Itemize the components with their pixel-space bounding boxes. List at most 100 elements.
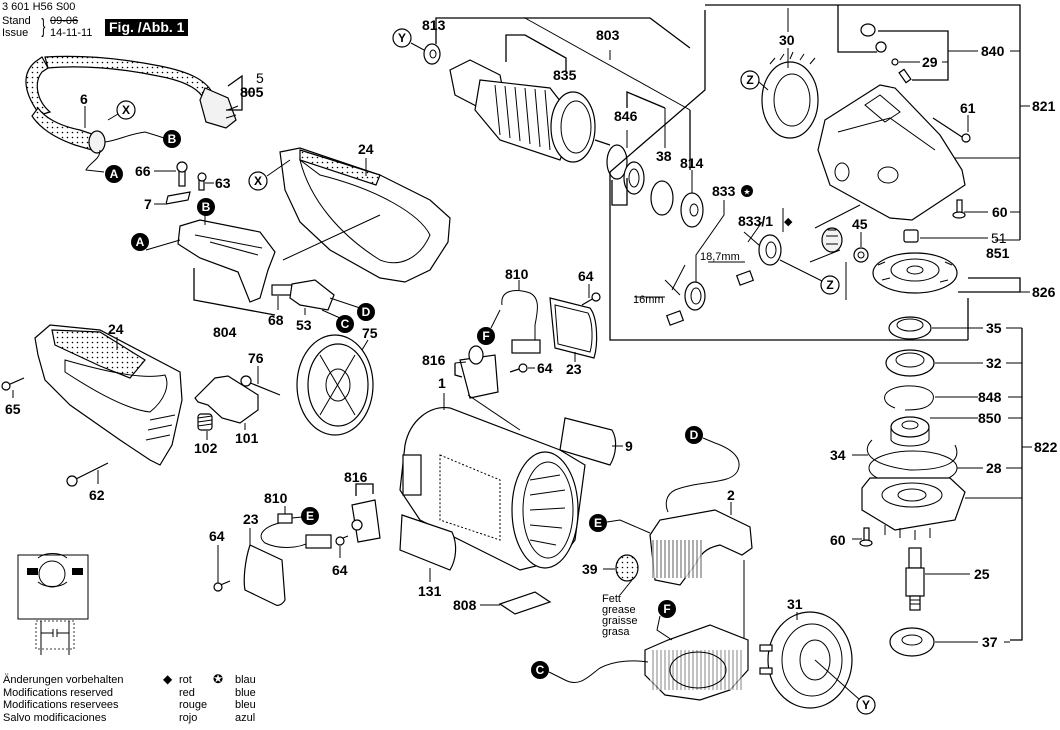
- seal-35: [888, 316, 932, 340]
- screw-62: [66, 462, 109, 487]
- connector-a-switch: A: [131, 233, 181, 251]
- part-64-top-label: 64: [578, 268, 594, 284]
- bracket-840-left: [837, 5, 877, 53]
- screw-64-bottom-holder: [335, 535, 349, 546]
- notice-de: Änderungen vorbehalten: [3, 674, 124, 686]
- connector-c-switch: C: [321, 309, 354, 333]
- notice-en: Modifications reserved: [3, 686, 114, 699]
- part-2-label: 2: [727, 487, 735, 503]
- legend-red-es: rojo: [179, 711, 198, 724]
- part-23-top-label: 23: [566, 361, 582, 377]
- field-coil-lower: [644, 624, 749, 701]
- part-835-label: 835: [553, 67, 577, 83]
- connector-y-armature: Y: [392, 28, 425, 51]
- part-850-label: 850: [978, 410, 1002, 426]
- part-816-bottom-label: 816: [344, 469, 368, 485]
- legend-blue-en: blue: [235, 686, 256, 699]
- part-810-bottom-label: 810: [264, 490, 288, 506]
- handle-half-top: [279, 147, 451, 283]
- part-35-label: 35: [986, 320, 1002, 336]
- diamond-icon: ◆: [784, 216, 793, 228]
- svg-text:Y: Y: [398, 31, 406, 45]
- part-65-label: 65: [5, 401, 21, 417]
- part-846-label: 846: [614, 108, 638, 124]
- svg-text:C: C: [536, 663, 545, 677]
- svg-text:Z: Z: [746, 73, 753, 87]
- legend-blue-fr: bleu: [235, 699, 256, 711]
- svg-text:A: A: [136, 235, 145, 249]
- legend-blue-es: azul: [235, 711, 256, 724]
- screw-64-bottom-cover: [213, 580, 231, 592]
- part-808-label: 808: [453, 597, 477, 613]
- pin-76: [240, 375, 281, 396]
- part-833-label: 833: [712, 183, 736, 199]
- brush-holder-top: [459, 345, 499, 399]
- armature-assembly: [423, 43, 611, 163]
- part-805-label: 805: [240, 84, 264, 100]
- svg-text:16mm: 16mm: [633, 294, 664, 306]
- svg-text:Y: Y: [862, 698, 870, 712]
- part-25-label: 25: [974, 566, 990, 582]
- notice-es: Salvo modificaciones: [3, 711, 107, 724]
- part-34-label: 34: [830, 447, 846, 463]
- bevel-gear-826: [872, 252, 958, 294]
- part-31-label: 31: [787, 596, 803, 612]
- brush-cable-810-top: [501, 290, 541, 354]
- label-808: [498, 591, 552, 615]
- part-851-label: 851: [986, 245, 1010, 261]
- issue-label: Issue: [2, 27, 29, 39]
- part-131-label: 131: [418, 583, 442, 599]
- part-23-bottom-label: 23: [243, 511, 259, 527]
- svg-text:18,7mm: 18,7mm: [700, 251, 740, 263]
- diamond-icon: ◆: [163, 672, 173, 686]
- svg-text:grasa: grasa: [602, 626, 630, 638]
- legend-red: rot red rouge rojo: [179, 674, 207, 724]
- connector-x-handle: X: [248, 159, 291, 191]
- svg-text:E: E: [594, 516, 602, 530]
- grease-note: Fett grease graisse grasa: [602, 593, 637, 638]
- part-61-label: 61: [960, 100, 976, 116]
- part-816-top-label: 816: [422, 352, 446, 368]
- spindle-25: [905, 547, 925, 611]
- connector-f-top: F: [477, 309, 501, 345]
- switch-assembly: [165, 161, 335, 311]
- stand-label: Stand: [2, 15, 31, 27]
- lock-button-840: [860, 23, 912, 84]
- part-810-top-label: 810: [505, 266, 529, 282]
- svg-text:X: X: [254, 174, 262, 188]
- part-53-label: 53: [296, 317, 312, 333]
- connector-y-cover: Y: [814, 659, 876, 715]
- svg-text:B: B: [202, 200, 211, 214]
- label-plate-9: [559, 417, 617, 466]
- frame-821-top-drop: [609, 10, 706, 173]
- connector-e-coil: E: [589, 514, 651, 534]
- svg-text:D: D: [362, 305, 371, 319]
- part-64-bottom-holder-label: 64: [332, 562, 348, 578]
- grease-capsule-39: [615, 554, 639, 582]
- connector-b-switch: B: [197, 198, 215, 225]
- dimension-18-7mm: 18,7mm: [700, 221, 763, 263]
- power-cord: [25, 55, 239, 173]
- part-66-label: 66: [135, 163, 151, 179]
- part-101-label: 101: [235, 430, 259, 446]
- legend-red-de: rot: [179, 674, 192, 686]
- screw-65: [1, 377, 25, 391]
- part-833-group: 833 ★: [665, 183, 753, 326]
- star-icon: [741, 185, 753, 197]
- part-803-label: 803: [596, 27, 620, 43]
- part-102-label: 102: [194, 440, 218, 456]
- brush-cover-23-top: [549, 297, 598, 359]
- bearing-flange: [861, 477, 966, 540]
- brace-icon: }: [41, 16, 46, 38]
- brush-cover-23-bottom: [243, 544, 286, 606]
- brush-cable-810-bottom: [260, 513, 332, 549]
- part-6-label: 6: [80, 91, 88, 107]
- wiring-schematic: [17, 553, 89, 655]
- document-number: 3 601 H56 S00: [2, 1, 76, 13]
- part-60-head-label: 60: [992, 204, 1008, 220]
- svg-text:E: E: [306, 509, 314, 523]
- bearing-37: [889, 627, 935, 657]
- part-24-top-label: 24: [358, 141, 374, 157]
- legend-red-fr: rouge: [179, 699, 208, 711]
